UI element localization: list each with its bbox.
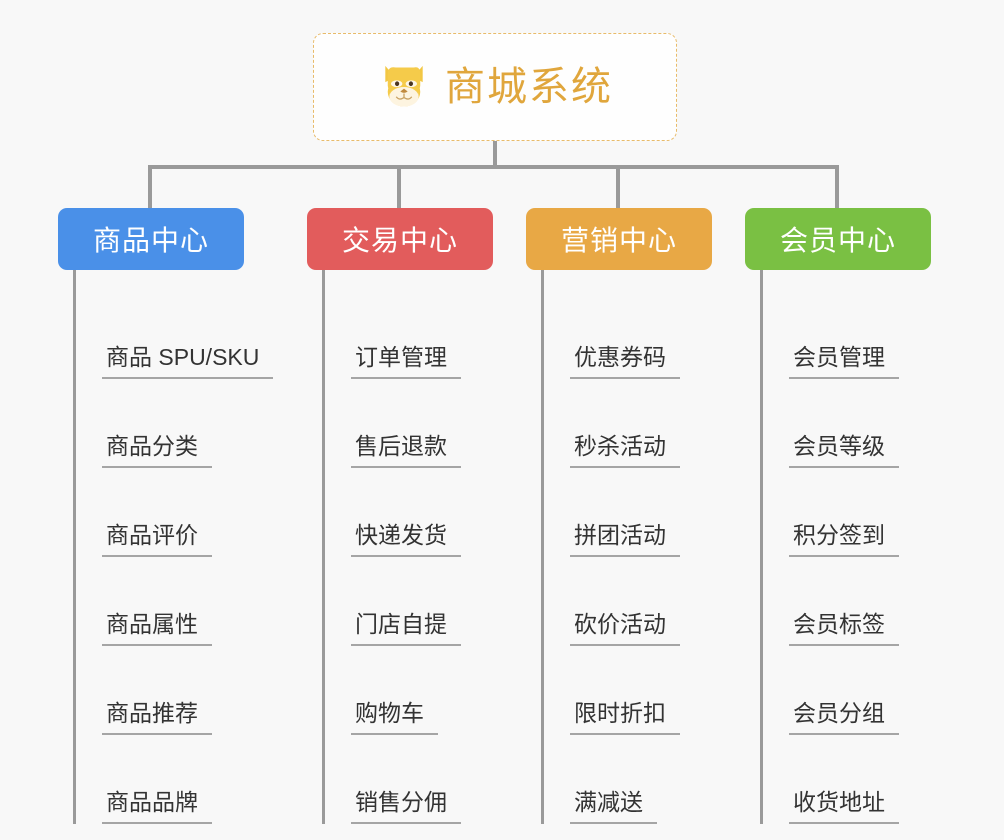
leaf-list-4: 会员管理会员等级积分签到会员标签会员分组收货地址 — [760, 270, 931, 824]
root-node[interactable]: 商城系统 — [313, 33, 677, 141]
leaf-item[interactable]: 商品分类 — [76, 379, 244, 468]
leaf-item[interactable]: 会员管理 — [763, 290, 931, 379]
leaf-item-label: 商品品牌 — [102, 789, 212, 824]
leaf-item-label: 满减送 — [570, 789, 657, 824]
leaf-item[interactable]: 优惠券码 — [544, 290, 712, 379]
leaf-item-label: 商品分类 — [102, 433, 212, 468]
leaf-item[interactable]: 会员标签 — [763, 557, 931, 646]
leaf-item[interactable]: 订单管理 — [325, 290, 493, 379]
leaf-item-label: 拼团活动 — [570, 522, 680, 557]
leaf-item-label: 商品评价 — [102, 522, 212, 557]
leaf-item-label: 商品推荐 — [102, 700, 212, 735]
leaf-item-label: 会员管理 — [789, 344, 899, 379]
leaf-item[interactable]: 砍价活动 — [544, 557, 712, 646]
leaf-item-label: 砍价活动 — [570, 611, 680, 646]
leaf-item[interactable]: 限时折扣 — [544, 646, 712, 735]
leaf-item[interactable]: 商品评价 — [76, 468, 244, 557]
leaf-item[interactable]: 会员分组 — [763, 646, 931, 735]
leaf-list-3: 优惠券码秒杀活动拼团活动砍价活动限时折扣满减送 — [541, 270, 712, 824]
leaf-item[interactable]: 购物车 — [325, 646, 493, 735]
leaf-item[interactable]: 收货地址 — [763, 735, 931, 824]
leaf-item[interactable]: 会员等级 — [763, 379, 931, 468]
leaf-item-label: 售后退款 — [351, 433, 461, 468]
leaf-item-label: 会员等级 — [789, 433, 899, 468]
leaf-item-label: 会员标签 — [789, 611, 899, 646]
dog-face-icon — [377, 61, 431, 113]
category-header-2[interactable]: 交易中心 — [307, 208, 493, 270]
leaf-item-label: 积分签到 — [789, 522, 899, 557]
connector-drop-2 — [397, 165, 401, 210]
category-column-3: 营销中心优惠券码秒杀活动拼团活动砍价活动限时折扣满减送 — [526, 208, 712, 824]
category-header-4[interactable]: 会员中心 — [745, 208, 931, 270]
category-column-1: 商品中心商品 SPU/SKU 商品分类商品评价商品属性商品推荐商品品牌 — [58, 208, 274, 824]
leaf-item[interactable]: 商品推荐 — [76, 646, 244, 735]
leaf-item-label: 秒杀活动 — [570, 433, 680, 468]
leaf-item[interactable]: 拼团活动 — [544, 468, 712, 557]
connector-drop-3 — [616, 165, 620, 210]
leaf-item-label: 购物车 — [351, 700, 438, 735]
leaf-item-label: 会员分组 — [789, 700, 899, 735]
leaf-item-label: 商品属性 — [102, 611, 212, 646]
leaf-item[interactable]: 商品品牌 — [76, 735, 244, 824]
leaf-item[interactable]: 商品属性 — [76, 557, 244, 646]
leaf-list-2: 订单管理售后退款快递发货门店自提购物车销售分佣 — [322, 270, 493, 824]
leaf-item-label: 收货地址 — [789, 789, 899, 824]
leaf-item[interactable]: 积分签到 — [763, 468, 931, 557]
connector-drop-1 — [148, 165, 152, 210]
connector-root-stem — [493, 141, 497, 167]
leaf-item-label: 快递发货 — [351, 522, 461, 557]
leaf-item[interactable]: 满减送 — [544, 735, 712, 824]
leaf-item[interactable]: 门店自提 — [325, 557, 493, 646]
category-header-3[interactable]: 营销中心 — [526, 208, 712, 270]
connector-bus — [148, 165, 837, 169]
leaf-item[interactable]: 秒杀活动 — [544, 379, 712, 468]
category-header-1[interactable]: 商品中心 — [58, 208, 244, 270]
leaf-item-label: 门店自提 — [351, 611, 461, 646]
leaf-item-label: 商品 SPU/SKU — [102, 344, 274, 379]
leaf-item-label: 优惠券码 — [570, 344, 680, 379]
category-column-2: 交易中心订单管理售后退款快递发货门店自提购物车销售分佣 — [307, 208, 493, 824]
leaf-item[interactable]: 售后退款 — [325, 379, 493, 468]
leaf-item-label: 销售分佣 — [351, 789, 461, 824]
leaf-item-label: 限时折扣 — [570, 700, 680, 735]
leaf-list-1: 商品 SPU/SKU 商品分类商品评价商品属性商品推荐商品品牌 — [73, 270, 274, 824]
category-column-4: 会员中心会员管理会员等级积分签到会员标签会员分组收货地址 — [745, 208, 931, 824]
connector-drop-4 — [835, 165, 839, 210]
root-title: 商城系统 — [445, 65, 613, 109]
leaf-item[interactable]: 销售分佣 — [325, 735, 493, 824]
leaf-item-label: 订单管理 — [351, 344, 461, 379]
leaf-item[interactable]: 商品 SPU/SKU — [76, 290, 274, 379]
leaf-item[interactable]: 快递发货 — [325, 468, 493, 557]
